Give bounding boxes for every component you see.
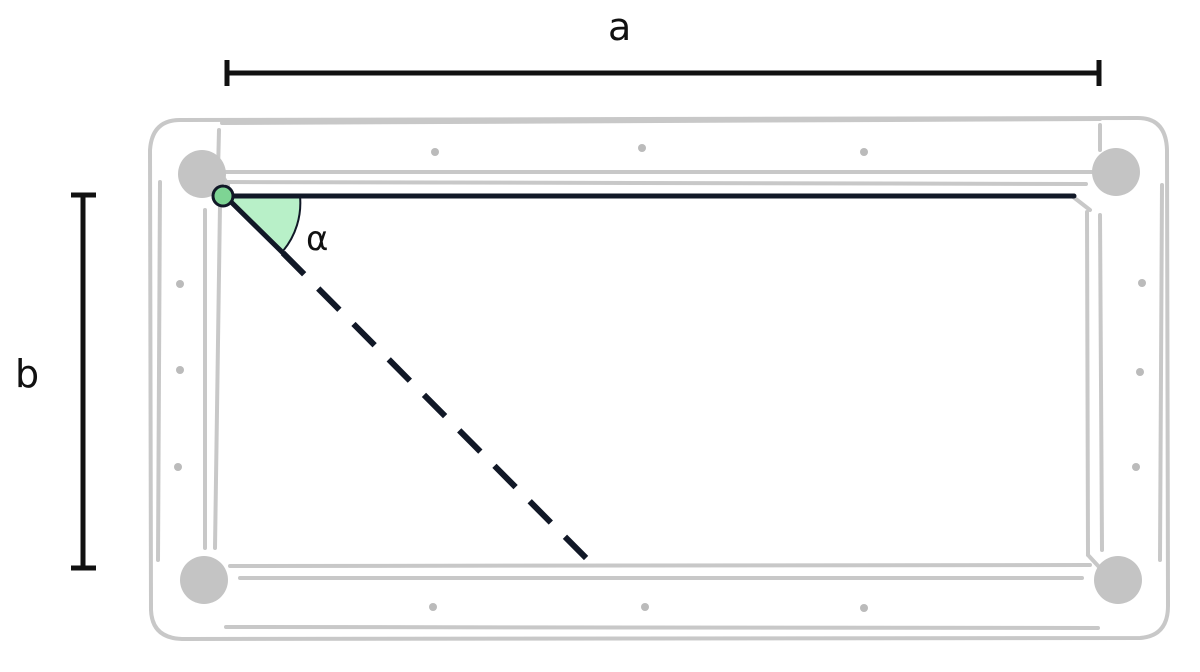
bottom-cushion [224,563,1100,630]
pool-table [148,116,1170,641]
label-b: b [15,352,40,396]
label-alpha: α [306,219,329,259]
right-cushion [1085,123,1164,562]
pocket-bottom-right [1094,556,1142,604]
dimension-a [224,60,1102,86]
label-a: a [608,5,632,49]
pocket-top-right [1092,148,1140,196]
top-cushion [220,117,1102,186]
pocket-top-left [178,150,226,198]
table-outer-rail [148,116,1170,641]
shot-line-solid [222,193,286,256]
left-cushion [156,128,222,562]
shot-line-dashed [280,250,596,568]
pocket-bottom-left [180,556,228,604]
cue-ball [211,184,235,208]
dimension-b [71,192,96,571]
pockets [178,148,1142,604]
diamonds [174,144,1146,612]
